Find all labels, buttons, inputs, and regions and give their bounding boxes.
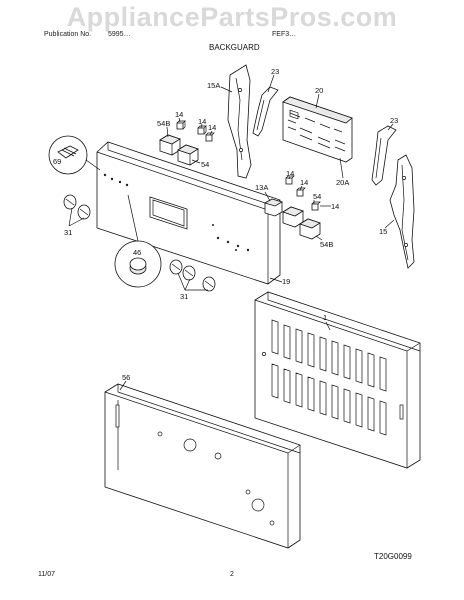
part-1-rear-cover[interactable] — [254, 291, 421, 469]
callout-14-f: 14 — [331, 202, 339, 211]
callout-14-c: 14 — [208, 123, 216, 132]
diagram-code: T20G0099 — [374, 552, 412, 561]
callout-1: 1 — [323, 313, 327, 322]
callout-14-d: 14 — [286, 169, 294, 178]
part-31-knob-bottom-a[interactable] — [169, 259, 183, 275]
part-31-knob-left-b[interactable] — [77, 204, 91, 220]
part-14-clip-a[interactable] — [176, 120, 186, 130]
part-20-control-board[interactable] — [282, 96, 353, 163]
part-15-end-cap-right[interactable] — [389, 154, 415, 269]
part-14-clip-d[interactable] — [285, 175, 295, 185]
part-14-clip-c[interactable] — [205, 132, 215, 142]
callout-54B-upper: 54B — [157, 119, 170, 128]
part-31-knob-bottom-c[interactable] — [202, 276, 216, 292]
part-19-backguard-panel[interactable] — [96, 141, 281, 285]
part-23-trim-right[interactable] — [371, 125, 397, 186]
callout-labels: 15A 23 20 14 14 14 54B 54 23 69 20A 13A … — [53, 67, 398, 382]
callout-14-a: 14 — [175, 110, 183, 119]
model-label: FEF3… — [272, 31, 297, 38]
callout-54-upper: 54 — [201, 160, 209, 169]
callout-46: 46 — [133, 248, 141, 257]
footer-date: 11/07 — [38, 571, 55, 578]
callout-31-left: 31 — [64, 228, 72, 237]
callout-19: 19 — [282, 277, 290, 286]
section-title: BACKGUARD — [209, 43, 260, 52]
part-54-switch-lower[interactable] — [282, 206, 304, 228]
part-23-trim-upper[interactable] — [252, 86, 279, 137]
callout-54B-lower: 54B — [320, 240, 333, 249]
callout-23-upper: 23 — [271, 67, 279, 76]
callout-69: 69 — [53, 157, 61, 166]
callout-56: 56 — [122, 373, 130, 382]
part-54B-switch-upper[interactable] — [159, 134, 181, 156]
publication-label: Publication No. — [44, 31, 92, 38]
callout-15A: 15A — [207, 81, 220, 90]
callout-20A: 20A — [336, 178, 349, 187]
callout-13A: 13A — [255, 183, 268, 192]
part-69-screw-detail[interactable] — [48, 135, 101, 175]
part-31-knob-bottom-b[interactable] — [182, 265, 196, 281]
part-13A-switch[interactable] — [263, 198, 284, 217]
part-14-clip-b[interactable] — [197, 125, 207, 135]
callout-23-right: 23 — [390, 116, 398, 125]
leader-lines — [68, 74, 395, 391]
callout-14-b: 14 — [198, 117, 206, 126]
footer-page-number: 2 — [230, 571, 234, 578]
callout-14-e: 14 — [300, 178, 308, 187]
publication-value: 5995… — [108, 31, 131, 38]
part-31-knob-left-a[interactable] — [63, 194, 77, 210]
part-54-switch-upper[interactable] — [177, 144, 199, 166]
callout-20: 20 — [315, 86, 323, 95]
part-46-button-detail[interactable] — [114, 194, 162, 288]
part-14-clip-e[interactable] — [296, 187, 306, 197]
callout-31-bottom: 31 — [180, 292, 188, 301]
part-54B-switch-lower[interactable] — [299, 218, 321, 240]
part-56-lower-rear-panel[interactable] — [104, 383, 301, 549]
callout-54-lower: 54 — [313, 192, 321, 201]
watermark: AppliancePartsPros.com — [66, 2, 398, 32]
part-15A-end-cap-left[interactable] — [227, 64, 252, 179]
callout-15: 15 — [379, 227, 387, 236]
part-14-clip-f[interactable] — [311, 201, 321, 211]
vent-slots — [271, 319, 387, 436]
